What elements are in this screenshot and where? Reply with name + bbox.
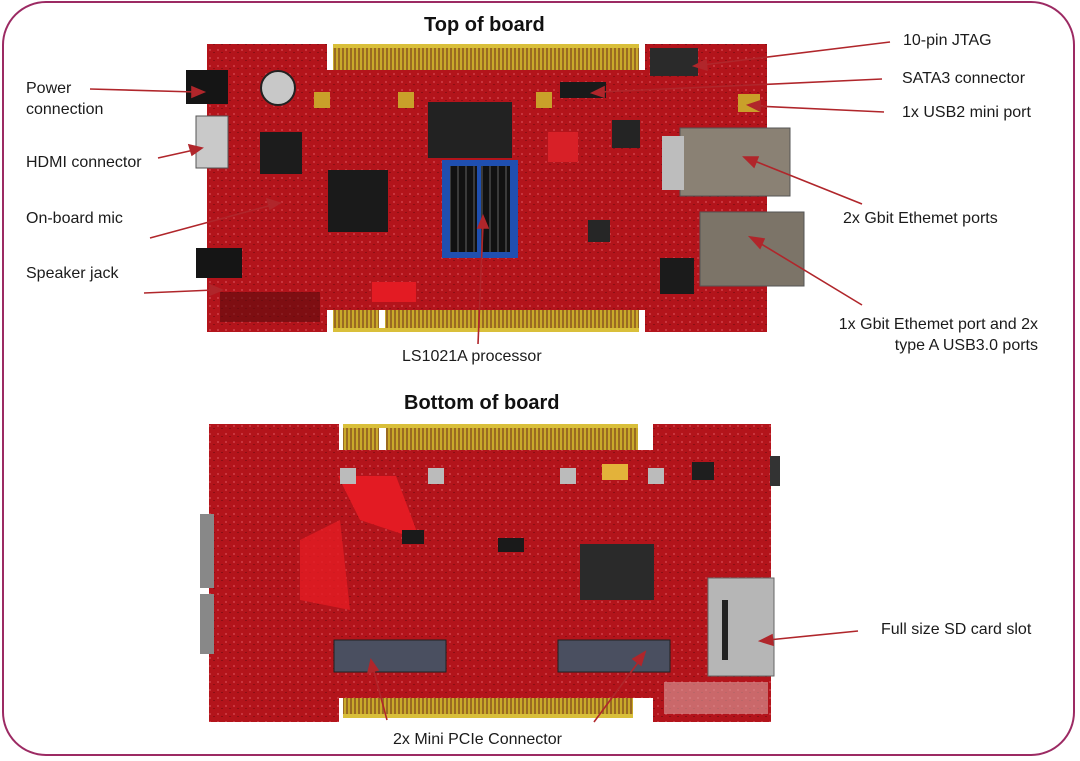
top-board-title: Top of board (424, 14, 545, 36)
callout-usb2-mini-port: 1x USB2 mini port (902, 104, 1031, 121)
callout-hdmi-connector: HDMI connector (26, 154, 142, 171)
callout-ls1021a-processor: LS1021A processor (402, 348, 542, 365)
callout-ethernet-usb3-line-2: type A USB3.0 ports (894, 337, 1038, 354)
callout-power-line-1: Power (26, 80, 72, 97)
callout-sata3-connector: SATA3 connector (902, 70, 1026, 87)
bottom-board-title: Bottom of board (404, 392, 560, 414)
callout-power-connection: Power connection (26, 78, 103, 120)
callout-sd-card-slot: Full size SD card slot (881, 621, 1032, 638)
callout-10-pin-jtag: 10-pin JTAG (903, 32, 992, 49)
callout-speaker-jack: Speaker jack (26, 265, 119, 282)
callout-ethernet-usb3-line-1: 1x Gbit Ethemet port and 2x (838, 316, 1038, 333)
callout-mini-pcie-connector: 2x Mini PCIe Connector (393, 731, 562, 748)
callout-onboard-mic: On-board mic (26, 210, 123, 227)
callout-2x-gbit-ethernet: 2x Gbit Ethemet ports (843, 210, 998, 227)
callout-power-line-2: connection (26, 101, 104, 118)
callout-ethernet-usb3: 1x Gbit Ethemet port and 2x type A USB3.… (806, 314, 1038, 356)
